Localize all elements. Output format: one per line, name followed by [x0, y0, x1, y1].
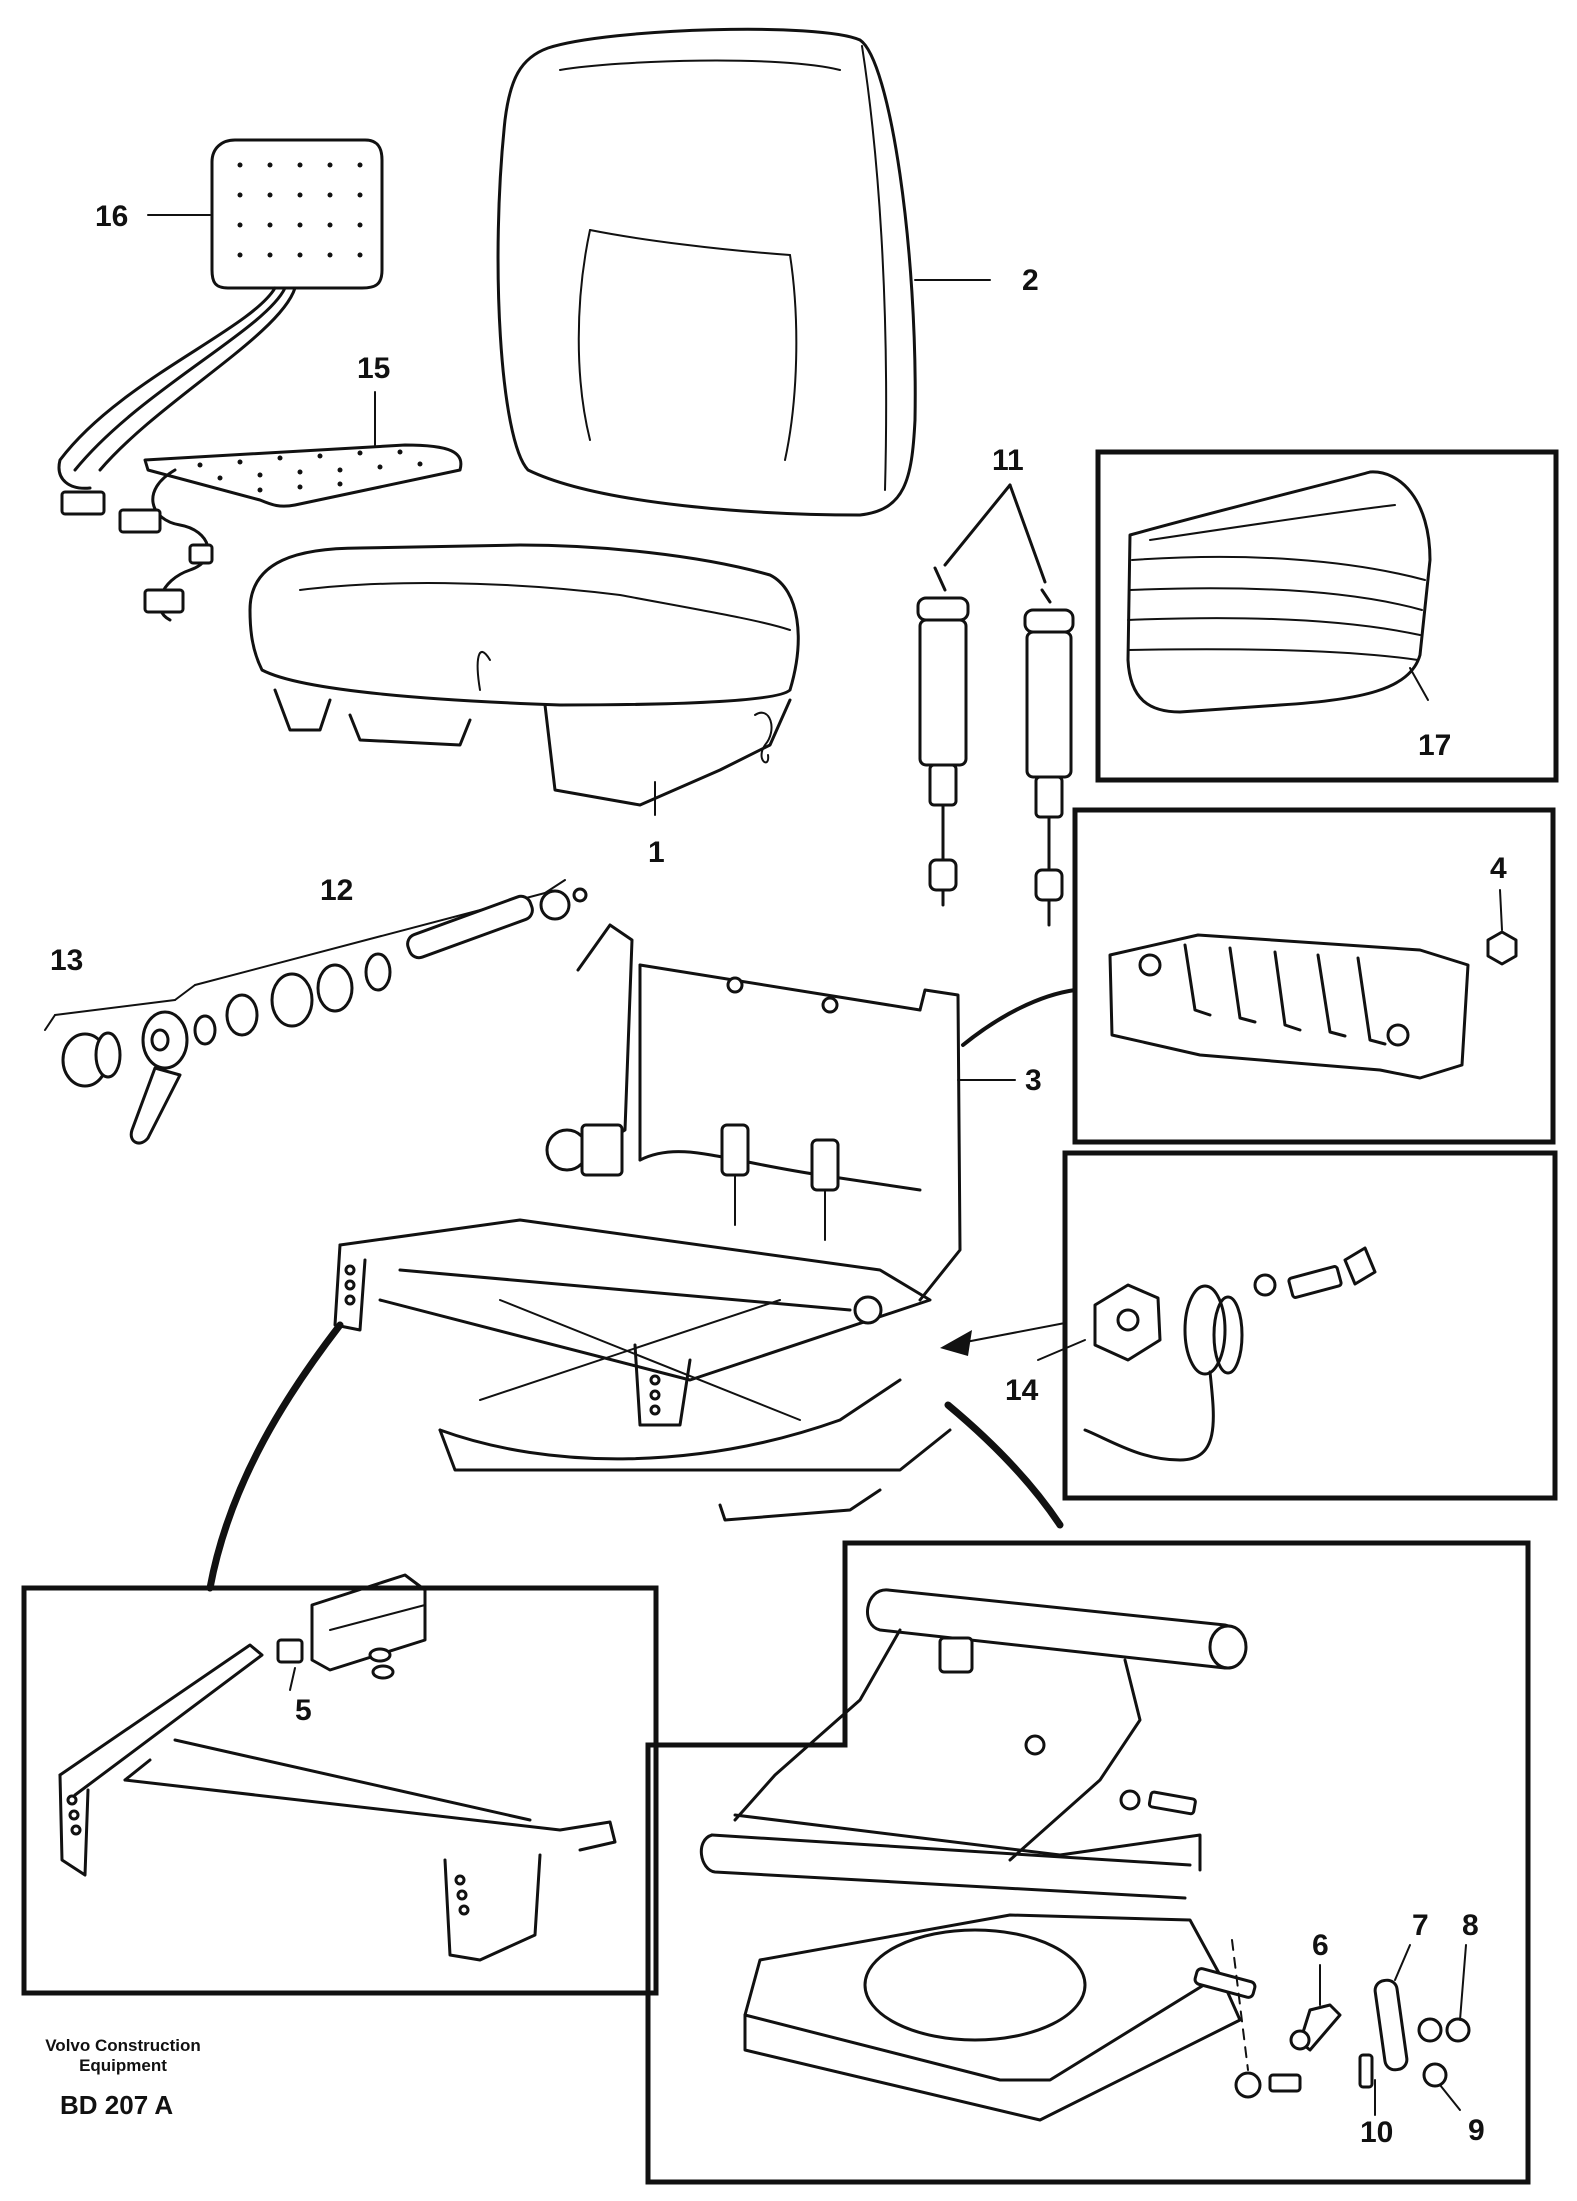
callout-11: 11: [992, 444, 1024, 477]
bracket-inset-box: [1072, 807, 1556, 1145]
callout-6: 6: [1312, 1929, 1329, 1962]
callout-14: 14: [1005, 1374, 1039, 1407]
seat-heater-pad-part: [60, 443, 463, 622]
rail-part: [58, 1573, 617, 1962]
callout-10: 10: [1360, 2116, 1393, 2149]
company-name: Volvo Construction Equipment: [28, 2036, 218, 2076]
seat-cushion-part: [248, 543, 800, 807]
callout-7: 7: [1412, 1909, 1429, 1942]
callout-1: 1: [648, 836, 665, 869]
connector-arc: [206, 1321, 344, 1592]
callout-2: 2: [1022, 264, 1039, 297]
scissor-mechanism-part: [700, 1588, 1471, 2122]
gas-springs-part: [916, 483, 1075, 927]
arrow-head-icon: [940, 1330, 972, 1356]
company-name-line2: Equipment: [79, 2056, 167, 2075]
seat-frame-part: [333, 923, 962, 1522]
lock-cable-inset-box: [1062, 1150, 1558, 1501]
callout-labels: 1 2 3 4 5 6 7 8 9 10 11 12 13 14 15 16 1…: [50, 200, 1507, 2149]
connector-arc: [944, 1401, 1064, 1529]
callout-15: 15: [357, 352, 390, 385]
company-name-line1: Volvo Construction: [45, 2036, 201, 2055]
adjuster-knob-part: [44, 999, 189, 1145]
lock-cable-part: [1083, 1246, 1377, 1462]
callout-8: 8: [1462, 1909, 1479, 1942]
backrest-part: [496, 27, 917, 517]
callout-4: 4: [1490, 852, 1507, 885]
callout-16: 16: [95, 200, 128, 233]
callout-13: 13: [50, 944, 83, 977]
callout-5: 5: [295, 1694, 312, 1727]
bracket-part: [1108, 930, 1518, 1080]
drawing-code: BD 207 A: [60, 2090, 174, 2120]
callout-12: 12: [320, 874, 353, 907]
callout-17: 17: [1418, 729, 1451, 762]
leader-lines: [147, 214, 1503, 2116]
scissor-inset-box: [645, 1540, 1531, 2185]
connector-arc: [961, 988, 1077, 1047]
rail-inset-box: [21, 1585, 659, 1996]
bellows-inset-box: [1095, 449, 1559, 783]
callout-3: 3: [1025, 1064, 1042, 1097]
bellows-part: [1126, 470, 1432, 714]
callout-9: 9: [1468, 2114, 1485, 2147]
backrest-heater-pad-part: [57, 138, 384, 490]
adjuster-spindle-part: [174, 879, 588, 1046]
